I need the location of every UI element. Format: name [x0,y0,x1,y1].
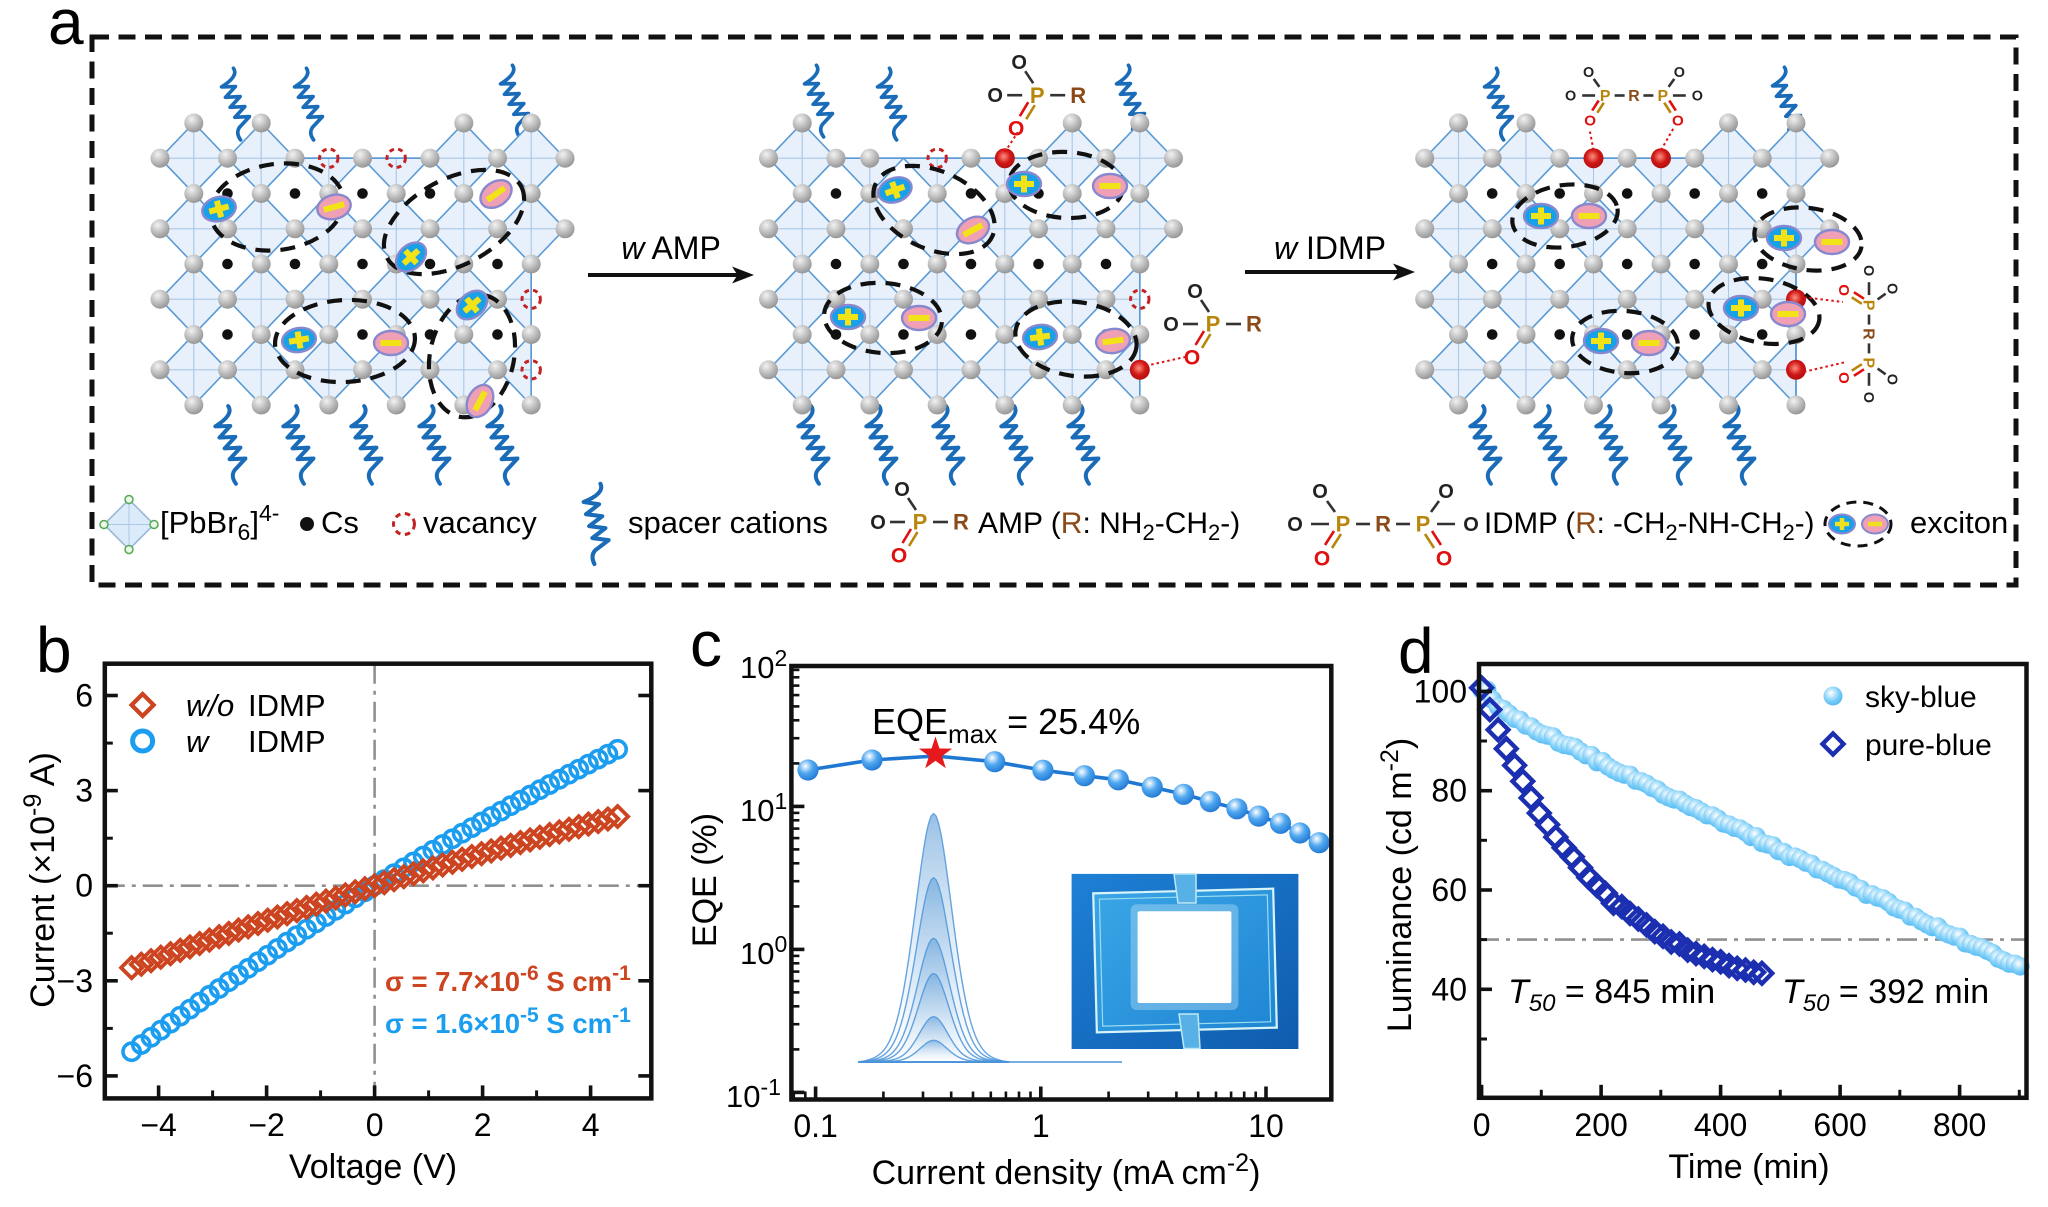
svg-text:O: O [1312,481,1328,503]
svg-text:vacancy: vacancy [423,505,537,540]
svg-text:40: 40 [1431,971,1467,1007]
svg-text:800: 800 [1933,1107,1986,1143]
svg-text:O: O [894,479,910,501]
svg-text:spacer cations: spacer cations [628,505,828,540]
svg-text:10: 10 [1248,1108,1284,1144]
svg-text:P: P [913,510,928,535]
svg-text:O: O [1187,281,1203,303]
svg-text:O: O [1463,514,1479,536]
svg-text:R: R [1246,312,1262,337]
svg-text:R: R [1375,512,1391,537]
svg-text:O: O [1011,52,1027,74]
svg-text:3: 3 [75,773,93,809]
svg-text:pure-blue: pure-blue [1865,729,1992,762]
svg-text:0: 0 [75,868,93,904]
svg-text:O: O [1835,284,1852,296]
svg-text:IDMP: IDMP [248,724,326,759]
svg-text:Current (×10-9 A): Current (×10-9 A) [19,752,62,1008]
svg-text:w/o: w/o [186,688,234,723]
svg-text:O: O [1584,112,1596,129]
svg-text:O: O [870,512,886,534]
svg-text:sky-blue: sky-blue [1865,681,1977,714]
svg-text:EQEmax = 25.4%: EQEmax = 25.4% [872,701,1140,749]
svg-text:Time (min): Time (min) [1668,1148,1829,1186]
svg-text:O: O [1860,392,1876,403]
svg-text:O: O [1884,283,1900,294]
svg-text:−2: −2 [248,1107,284,1143]
svg-text:R: R [1070,83,1086,108]
svg-text:T50 = 845 min: T50 = 845 min [1508,973,1715,1017]
svg-text:P: P [1658,88,1669,105]
svg-text:200: 200 [1574,1107,1627,1143]
svg-text:0.1: 0.1 [793,1108,837,1144]
svg-text:P: P [1336,512,1351,537]
svg-text:R: R [953,510,969,535]
svg-text:O: O [1672,112,1684,129]
svg-text:1: 1 [1032,1108,1050,1144]
svg-text:−6: −6 [57,1058,93,1094]
svg-text:P: P [1600,88,1611,105]
svg-text:O: O [987,85,1003,107]
svg-text:O: O [1163,314,1179,336]
svg-text:100: 100 [740,931,787,971]
svg-text:Voltage (V): Voltage (V) [289,1148,457,1186]
svg-text:a: a [48,0,84,58]
svg-text:P: P [1030,83,1045,108]
svg-text:100: 100 [1414,673,1467,709]
svg-text:O: O [1692,89,1703,105]
svg-text:O: O [1438,481,1454,503]
svg-text:b: b [36,614,72,686]
svg-text:O: O [1884,374,1900,385]
svg-text:w IDMP: w IDMP [1274,230,1386,266]
svg-text:R: R [1860,328,1877,340]
svg-text:O: O [891,544,907,567]
svg-text:O: O [1314,547,1330,570]
svg-text:Current density (mA cm-2): Current density (mA cm-2) [872,1149,1261,1192]
svg-text:σ = 7.7×10-6 S cm-1: σ = 7.7×10-6 S cm-1 [385,962,631,997]
svg-text:P: P [1860,300,1877,311]
svg-text:w: w [186,724,211,759]
svg-text:R: R [1628,88,1640,105]
svg-text:P: P [1206,312,1221,337]
svg-text:60: 60 [1431,872,1467,908]
svg-text:O: O [1436,547,1452,570]
svg-text:O: O [1565,89,1576,105]
svg-text:P: P [1860,358,1877,369]
svg-text:O: O [1008,118,1024,141]
svg-text:O: O [1583,65,1594,81]
svg-text:Luminance (cd m-2): Luminance (cd m-2) [1376,738,1419,1032]
svg-text:O: O [1835,372,1852,384]
svg-text:−3: −3 [57,963,93,999]
svg-text:O: O [1184,346,1200,369]
svg-text:IDMP (R: -CH2-NH-CH2-): IDMP (R: -CH2-NH-CH2-) [1484,507,1814,545]
svg-text:O: O [1860,265,1876,276]
svg-text:AMP (R: NH2-CH2-): AMP (R: NH2-CH2-) [978,507,1240,545]
svg-text:400: 400 [1694,1107,1747,1143]
svg-text:0: 0 [366,1107,384,1143]
svg-text:600: 600 [1813,1107,1866,1143]
svg-text:−4: −4 [140,1107,176,1143]
svg-text:4: 4 [582,1107,600,1143]
svg-text:P: P [1416,512,1431,537]
svg-text:2: 2 [474,1107,492,1143]
svg-text:w AMP: w AMP [621,230,721,266]
svg-text:6: 6 [75,678,93,714]
svg-text:EQE (%): EQE (%) [686,813,724,947]
svg-text:80: 80 [1431,773,1467,809]
svg-text:σ = 1.6×10-5 S cm-1: σ = 1.6×10-5 S cm-1 [385,1004,631,1039]
svg-text:exciton: exciton [1910,505,2008,540]
svg-text:T50 = 392 min: T50 = 392 min [1782,973,1989,1017]
svg-text:c: c [690,608,722,680]
svg-text:101: 101 [740,788,787,828]
svg-text:IDMP: IDMP [248,688,326,723]
svg-text:O: O [1287,514,1303,536]
svg-text:O: O [1674,65,1685,81]
svg-text:Cs: Cs [321,505,359,540]
svg-text:0: 0 [1473,1107,1491,1143]
svg-text:d: d [1398,615,1434,687]
